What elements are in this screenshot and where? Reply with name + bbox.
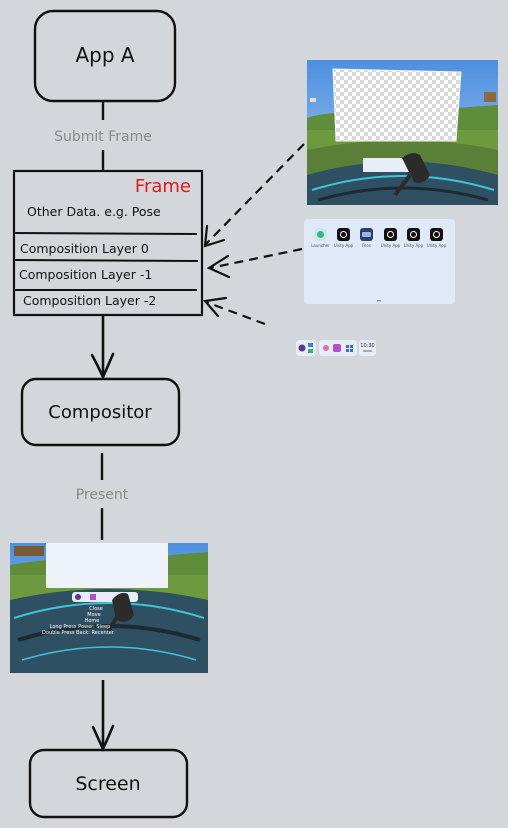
composition-layer-0: Composition Layer 0 <box>20 241 149 256</box>
composited-view-thumbnail: Close Move Home Long Press Power: Sleep … <box>10 543 208 673</box>
launcher-app-name: Launcher <box>311 243 330 248</box>
frame-other-data: Other Data. e.g. Pose <box>27 204 161 219</box>
frame-to-compositor-arrow <box>90 316 115 381</box>
unity-app-icon: Unity App <box>334 228 354 248</box>
unity-app-name: Unity App <box>381 243 401 248</box>
frame-title: Frame <box>135 176 191 197</box>
frame-box: Frame Other Data. e.g. Pose Composition … <box>12 169 204 317</box>
unity-app-name: Unity App <box>427 243 447 248</box>
unity-app-name: Unity App <box>404 243 424 248</box>
submit-frame-label: Submit Frame <box>54 129 152 145</box>
avatar <box>298 344 306 352</box>
composition-layer-minus-1: Composition Layer -1 <box>19 267 152 282</box>
files-app-name: Files <box>362 243 371 248</box>
files-app-icon: Files <box>360 228 373 248</box>
layer-minus-1-dashed-arrow <box>206 247 303 279</box>
composition-layer-minus-2: Composition Layer -2 <box>23 293 156 308</box>
vr-menu-move: Move <box>87 612 100 618</box>
screen-node-label: Screen <box>75 773 140 795</box>
view-to-screen-arrow <box>91 680 115 753</box>
launcher-app-icon: Launcher <box>311 228 330 248</box>
compositor-node: Compositor <box>20 377 181 447</box>
vr-menu-home: Home <box>85 618 100 624</box>
compositor-node-label: Compositor <box>48 402 152 423</box>
layer-minus-2-dashed-arrow <box>202 296 266 326</box>
app-node-label: App A <box>75 43 134 67</box>
vr-menu-close: Close <box>89 606 103 612</box>
screen-node: Screen <box>28 748 189 819</box>
unity-app-name: Unity App <box>334 243 354 248</box>
present-connector: Present <box>76 453 129 540</box>
launcher-panel-thumbnail: Launcher Unity App Files Unity App Unity… <box>304 219 455 304</box>
present-label: Present <box>76 487 129 503</box>
unity-app-icon: Unity App <box>381 228 401 248</box>
layer-0-dashed-arrow <box>203 143 305 248</box>
vr-menu-sleep: Long Press Power: Sleep <box>50 624 111 630</box>
taskbar-time: 10:30 <box>360 343 374 349</box>
submit-connector: Submit Frame <box>54 102 152 171</box>
taskbar-thumbnail: 10:30 <box>296 340 376 356</box>
vr-scene-thumbnail <box>307 60 498 205</box>
vr-menu-recenter: Double Press Back: Recenter <box>42 630 115 636</box>
unity-app-icon: Unity App <box>427 228 447 248</box>
page-indicator <box>377 300 381 302</box>
app-node: App A <box>33 9 177 103</box>
unity-app-icon: Unity App <box>404 228 424 248</box>
